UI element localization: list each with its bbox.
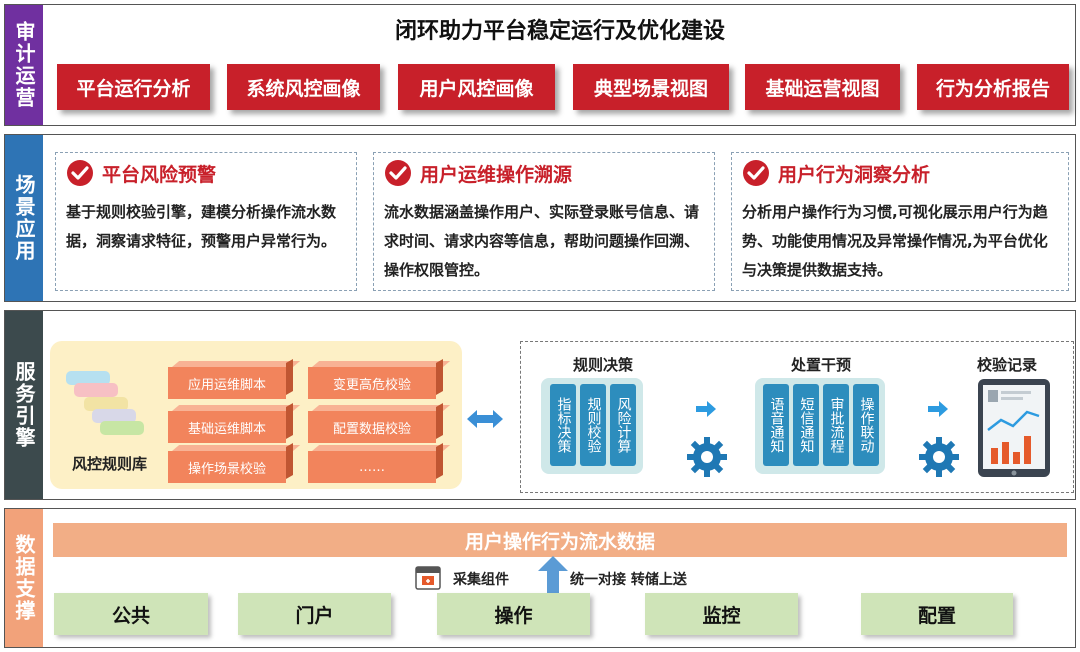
rule-box-2: 变更高危校验 [308, 367, 436, 399]
source-operation: 操作 [437, 593, 590, 635]
audit-button-6[interactable]: 行为分析报告 [917, 64, 1069, 110]
group-title-rule-decision: 规则决策 [573, 356, 634, 374]
up-arrow-icon [538, 556, 568, 594]
tile-risk-calc: 风险计算 [610, 384, 636, 466]
scenario-card-title: 平台风险预警 [102, 163, 217, 186]
database-stack-icon [66, 371, 144, 435]
gear-icon [687, 437, 727, 477]
scenario-card-body: 基于规则校验引擎，建模分析操作流水数据，洞察请求特征，预警用户异常行为。 [66, 203, 337, 250]
scenario-card-body: 分析用户操作行为习惯,可视化展示用户行为趋势、功能使用情况及异常操作情况,为平台… [742, 203, 1048, 279]
gear-icon [919, 437, 959, 477]
scenario-card-2: 用户运维操作溯源 流水数据涵盖操作用户、实际登录账号信息、请求时间、请求内容等信… [373, 152, 715, 291]
decision-flow-box: 规则决策 指标决策 规则校验 风险计算 处置干预 语音通知 短信通知 [520, 341, 1074, 493]
rule-box-1: 应用运维脚本 [168, 367, 286, 399]
group-title-disposal: 处置干预 [791, 356, 852, 374]
tile-operation-linkage: 操作联动 [853, 384, 879, 466]
rule-box-6: …… [308, 451, 436, 483]
library-label: 风控规则库 [72, 455, 148, 473]
disposal-group: 语音通知 短信通知 审批流程 操作联动 [755, 378, 885, 474]
tile-voice-notify: 语音通知 [763, 384, 789, 466]
rule-box-5: 操作场景校验 [168, 451, 286, 483]
group-title-check-record: 校验记录 [977, 356, 1038, 374]
double-arrow-icon [467, 410, 503, 428]
right-arrow-icon [928, 401, 948, 417]
audit-button-5[interactable]: 基础运营视图 [745, 64, 900, 110]
source-public: 公共 [54, 593, 208, 635]
tile-sms-notify: 短信通知 [793, 384, 819, 466]
browser-window-icon [415, 566, 441, 590]
check-circle-icon [385, 160, 411, 186]
scenario-card-title: 用户运维操作溯源 [420, 163, 573, 186]
audit-button-4[interactable]: 典型场景视图 [573, 64, 729, 110]
check-circle-icon [743, 160, 769, 186]
scenario-card-1: 平台风险预警 基于规则校验引擎，建模分析操作流水数据，洞察请求特征，预警用户异常… [55, 152, 357, 291]
right-arrow-icon [696, 401, 716, 417]
audit-section: 审计运营 闭环助力平台稳定运行及优化建设 平台运行分析 系统风控画像 用户风控画… [4, 4, 1076, 126]
source-portal: 门户 [238, 593, 391, 635]
rule-box-3: 基础运维脚本 [168, 411, 286, 443]
service-side-label: 服务引擎 [5, 311, 43, 499]
risk-rule-library: 风控规则库 应用运维脚本 变更高危校验 基础运维脚本 配置数据校验 操作场景校验… [50, 341, 462, 489]
scenario-card-title: 用户行为洞察分析 [778, 163, 931, 186]
audit-button-1[interactable]: 平台运行分析 [57, 64, 210, 110]
tile-approval-flow: 审批流程 [823, 384, 849, 466]
rule-box-4: 配置数据校验 [308, 411, 436, 443]
transfer-label: 统一对接 转储上送 [570, 572, 687, 588]
data-side-label: 数据支撑 [5, 509, 43, 647]
scenario-card-body: 流水数据涵盖操作用户、实际登录账号信息、请求时间、请求内容等信息，帮助问题操作回… [384, 203, 700, 279]
collector-label: 采集组件 [453, 572, 509, 588]
tile-rule-check: 规则校验 [580, 384, 606, 466]
audit-button-3[interactable]: 用户风控画像 [398, 64, 555, 110]
source-config: 配置 [861, 593, 1013, 635]
scenario-side-label: 场景应用 [5, 135, 43, 301]
tile-metric-decision: 指标决策 [550, 384, 576, 466]
rule-decision-group: 指标决策 规则校验 风险计算 [541, 378, 643, 474]
audit-side-label: 审计运营 [5, 5, 43, 125]
operation-flow-data-bar: 用户操作行为流水数据 [53, 523, 1067, 557]
tablet-chart-icon [978, 379, 1050, 477]
scenario-card-3: 用户行为洞察分析 分析用户操作行为习惯,可视化展示用户行为趋势、功能使用情况及异… [731, 152, 1069, 291]
check-circle-icon [67, 160, 93, 186]
data-section: 数据支撑 用户操作行为流水数据 采集组件 统一对接 转储上送 公共 门户 操作 … [4, 508, 1076, 648]
audit-button-2[interactable]: 系统风控画像 [227, 64, 380, 110]
source-monitor: 监控 [645, 593, 798, 635]
audit-title: 闭环助力平台稳定运行及优化建设 [394, 19, 725, 44]
service-section: 服务引擎 风控规则库 应用运维脚本 变更高危校验 基础运维脚本 配置数据校验 操… [4, 310, 1076, 500]
scenario-section: 场景应用 平台风险预警 基于规则校验引擎，建模分析操作流水数据，洞察请求特征，预… [4, 134, 1076, 302]
